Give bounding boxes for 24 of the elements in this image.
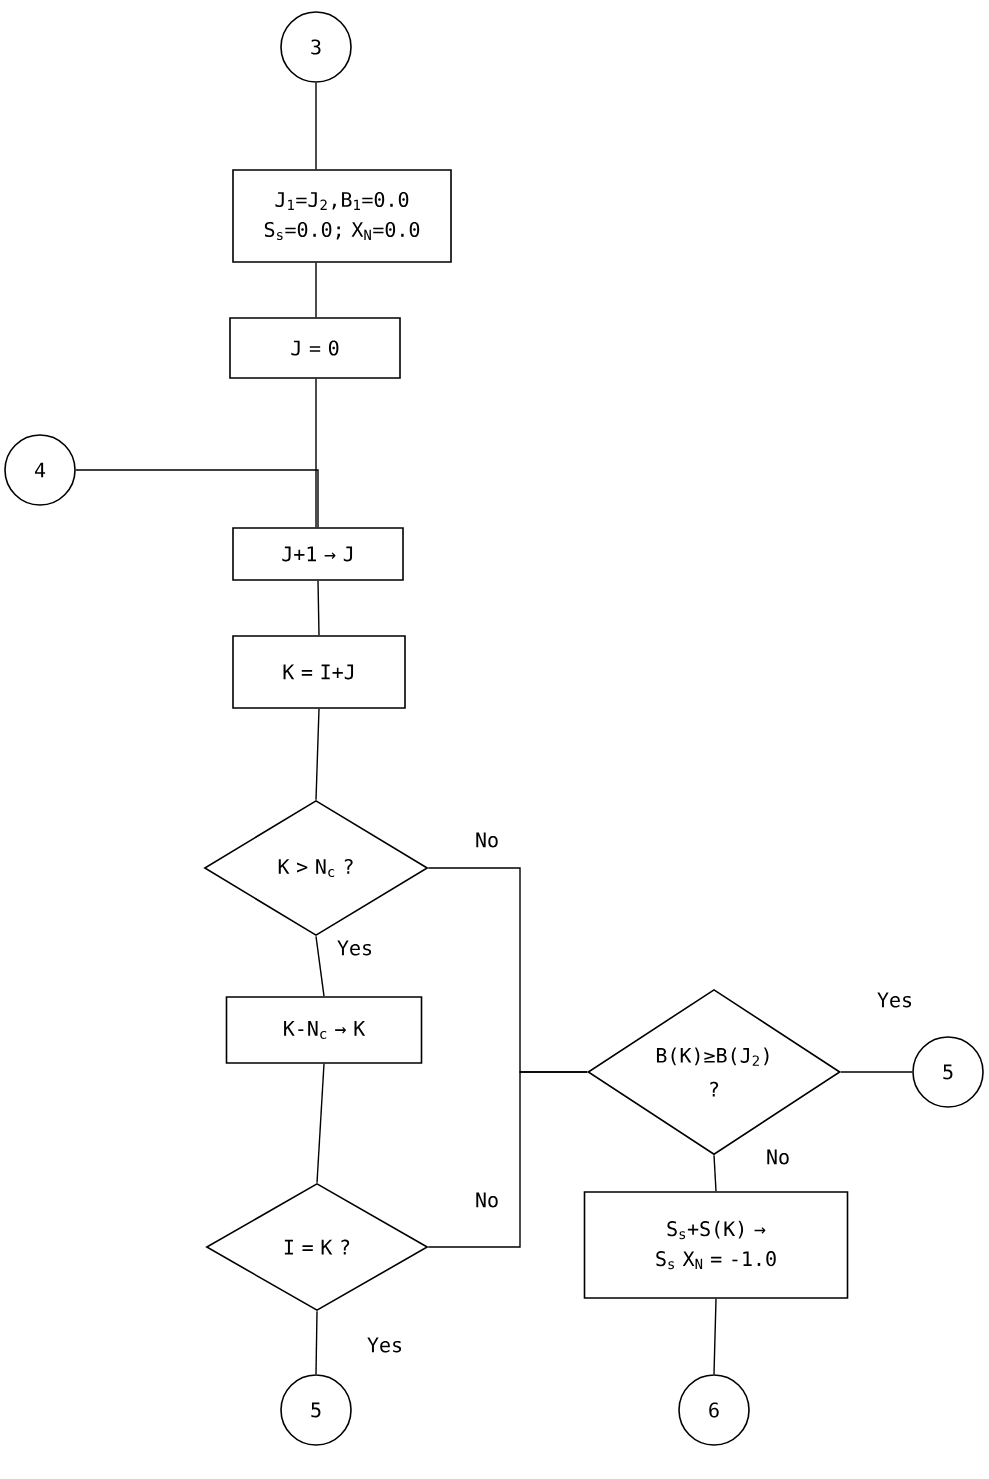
edge-label: Yes	[364, 1335, 406, 1355]
process-box: J$_{1}$=J$_{2}$,B$_{1}$=0.0 S$_{s}$=0.0; X$_{N}$=0.0	[232, 169, 452, 263]
connector-line	[75, 469, 319, 528]
connector-line	[713, 1154, 717, 1192]
edge-label: Yes	[334, 938, 376, 958]
connector-line	[315, 935, 325, 997]
edge-label: No	[472, 830, 502, 850]
connector-line	[315, 262, 317, 318]
connector-line	[317, 580, 320, 636]
edge-label: Yes	[874, 990, 916, 1010]
connector-line	[427, 1071, 588, 1248]
process-box: S$_{s}$+S(K) → S$_{s}$ X$_{N}$ = -1.0	[583, 1191, 849, 1299]
connector-line	[713, 1298, 717, 1375]
connector-line	[315, 1310, 318, 1375]
process-box: K-N$_{c}$ → K	[225, 996, 423, 1064]
process-box: J+1 → J	[232, 527, 404, 581]
process-box: J = 0	[229, 317, 401, 379]
connector-line	[315, 378, 317, 528]
process-box: K = I+J	[232, 635, 406, 709]
connector-line	[840, 1071, 913, 1073]
connector-line	[315, 708, 320, 801]
connector-line	[315, 82, 317, 170]
edge-label: No	[472, 1190, 502, 1210]
connector-line	[316, 1063, 325, 1184]
